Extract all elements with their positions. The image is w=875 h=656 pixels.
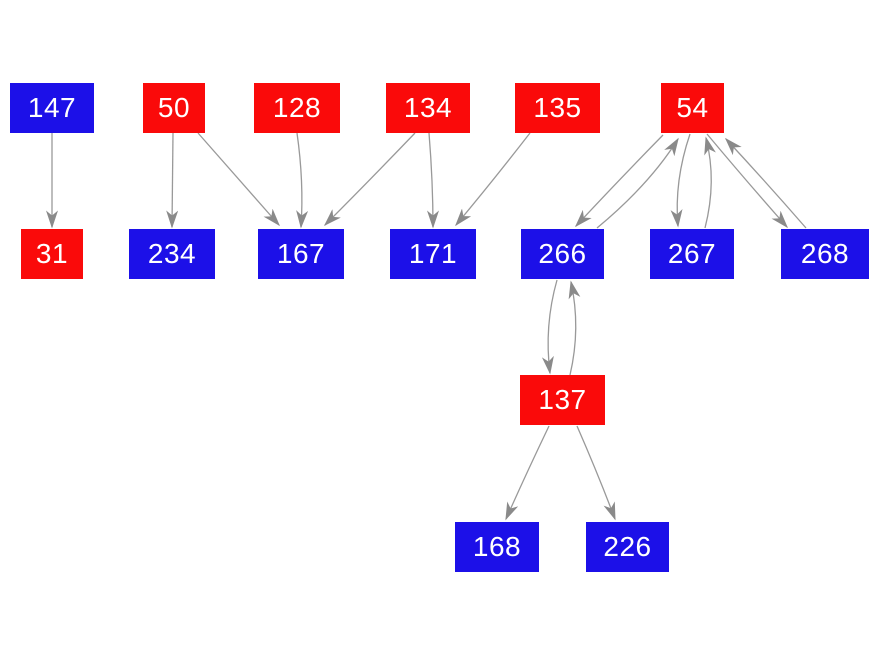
edge-266-137 <box>541 279 558 375</box>
node-label: 31 <box>35 238 69 269</box>
node-label: 268 <box>800 238 850 269</box>
edge-135-171 <box>455 132 531 227</box>
node-label: 134 <box>403 92 453 123</box>
node-label: 135 <box>533 92 582 123</box>
graph-node-128[interactable]: 128 <box>254 83 340 133</box>
edge-268-54 <box>724 137 807 229</box>
node-label: 167 <box>276 238 326 269</box>
node-label: 168 <box>472 531 522 562</box>
graph-node-226[interactable]: 226 <box>586 522 669 572</box>
graph-node-267[interactable]: 267 <box>650 229 734 279</box>
node-label: 147 <box>27 92 77 123</box>
graph-node-137[interactable]: 137 <box>520 375 605 425</box>
edge-137-226 <box>576 425 616 521</box>
graph-node-50[interactable]: 50 <box>143 83 205 133</box>
graph-node-268[interactable]: 268 <box>781 229 869 279</box>
edge-128-167 <box>296 132 309 229</box>
edge-54-266 <box>574 134 664 228</box>
node-label: 234 <box>147 238 197 269</box>
edge-267-54 <box>704 136 716 229</box>
edge-134-167 <box>323 132 416 227</box>
node-label: 137 <box>538 384 587 415</box>
graph-node-171[interactable]: 171 <box>390 229 476 279</box>
graph-node-266[interactable]: 266 <box>521 229 604 279</box>
edges-group <box>46 132 807 521</box>
edge-134-171 <box>426 132 439 229</box>
edge-137-266 <box>568 280 581 376</box>
graph-node-147[interactable]: 147 <box>10 83 94 133</box>
node-label: 267 <box>667 238 717 269</box>
node-label: 54 <box>676 92 709 123</box>
node-label: 50 <box>157 92 191 123</box>
graph-node-134[interactable]: 134 <box>386 83 470 133</box>
edge-54-267 <box>670 133 691 228</box>
node-label: 226 <box>603 531 652 562</box>
edge-54-268 <box>706 133 788 229</box>
graph-node-54[interactable]: 54 <box>661 83 724 133</box>
graph-node-31[interactable]: 31 <box>21 229 83 279</box>
node-label: 171 <box>408 238 458 269</box>
edge-266-54 <box>596 137 679 229</box>
edge-137-168 <box>505 425 550 521</box>
graph-node-168[interactable]: 168 <box>455 522 539 572</box>
node-label: 266 <box>538 238 587 269</box>
node-label: 128 <box>272 92 322 123</box>
graph-node-234[interactable]: 234 <box>129 229 215 279</box>
edge-50-234 <box>166 132 179 229</box>
graph-node-167[interactable]: 167 <box>258 229 344 279</box>
graph-node-135[interactable]: 135 <box>515 83 600 133</box>
edge-50-167 <box>197 132 280 227</box>
